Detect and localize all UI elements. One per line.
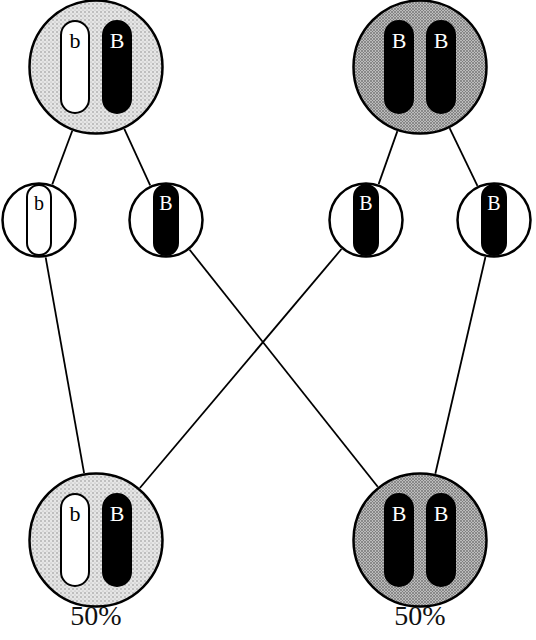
chromosome-bar: B bbox=[384, 493, 414, 587]
chromosome-bar: B bbox=[481, 184, 507, 256]
chromosome-bar: b bbox=[26, 184, 52, 256]
circle-shape bbox=[30, 474, 163, 607]
line-segment bbox=[379, 131, 398, 184]
chromosome-pair: B bbox=[128, 182, 204, 258]
circle-outline bbox=[28, 0, 164, 135]
chromosome-bar: b bbox=[60, 493, 90, 587]
circle-shape bbox=[3, 184, 76, 257]
chromosome-pair: bB bbox=[28, 0, 164, 135]
ratio-label: 50% bbox=[70, 600, 121, 632]
chromosome-bar: b bbox=[60, 20, 90, 114]
circle-shape bbox=[354, 474, 487, 607]
circle-outline bbox=[28, 472, 164, 608]
descent-line bbox=[435, 257, 485, 474]
chromosome-bar: B bbox=[102, 493, 132, 587]
line-segment bbox=[124, 129, 150, 186]
cell-circle: b bbox=[1, 182, 77, 258]
cell-circle: bB bbox=[28, 472, 164, 608]
chromosome-bar: B bbox=[153, 184, 179, 256]
cell-circle: B bbox=[128, 182, 204, 258]
cell-circle: B bbox=[456, 182, 532, 258]
line-segment bbox=[52, 131, 72, 185]
descent-line bbox=[140, 249, 342, 488]
chromosome-pair: BB bbox=[352, 0, 488, 135]
cell-circle: bB bbox=[28, 0, 164, 135]
line-segment bbox=[46, 257, 84, 473]
cell-circle: BB bbox=[352, 472, 488, 608]
descent-line bbox=[46, 257, 84, 473]
line-segment bbox=[450, 128, 478, 186]
circle-shape bbox=[330, 184, 403, 257]
cell-circle: B bbox=[328, 182, 404, 258]
line-segment bbox=[140, 249, 342, 488]
line-segment bbox=[435, 257, 485, 474]
chromosome-pair: bB bbox=[28, 472, 164, 608]
line-segment bbox=[190, 250, 378, 487]
chromosome-pair: BB bbox=[352, 472, 488, 608]
descent-line bbox=[124, 129, 150, 186]
chromosome-bar: B bbox=[426, 493, 456, 587]
chromosome-pair: B bbox=[456, 182, 532, 258]
chromosome-pair: B bbox=[328, 182, 404, 258]
circle-shape bbox=[458, 184, 531, 257]
circle-outline bbox=[352, 0, 488, 135]
ratio-label: 50% bbox=[394, 600, 445, 632]
circle-outline bbox=[352, 472, 488, 608]
chromosome-bar: B bbox=[384, 20, 414, 114]
circle-shape bbox=[130, 184, 203, 257]
chromosome-bar: B bbox=[353, 184, 379, 256]
descent-line bbox=[190, 250, 378, 487]
chromosome-bar: B bbox=[102, 20, 132, 114]
circle-shape bbox=[354, 1, 487, 134]
cell-circle: BB bbox=[352, 0, 488, 135]
descent-line bbox=[450, 128, 478, 186]
chromosome-pair: b bbox=[1, 182, 77, 258]
circle-shape bbox=[30, 1, 163, 134]
descent-line bbox=[52, 131, 72, 185]
chromosome-bar: B bbox=[426, 20, 456, 114]
descent-line bbox=[379, 131, 398, 184]
